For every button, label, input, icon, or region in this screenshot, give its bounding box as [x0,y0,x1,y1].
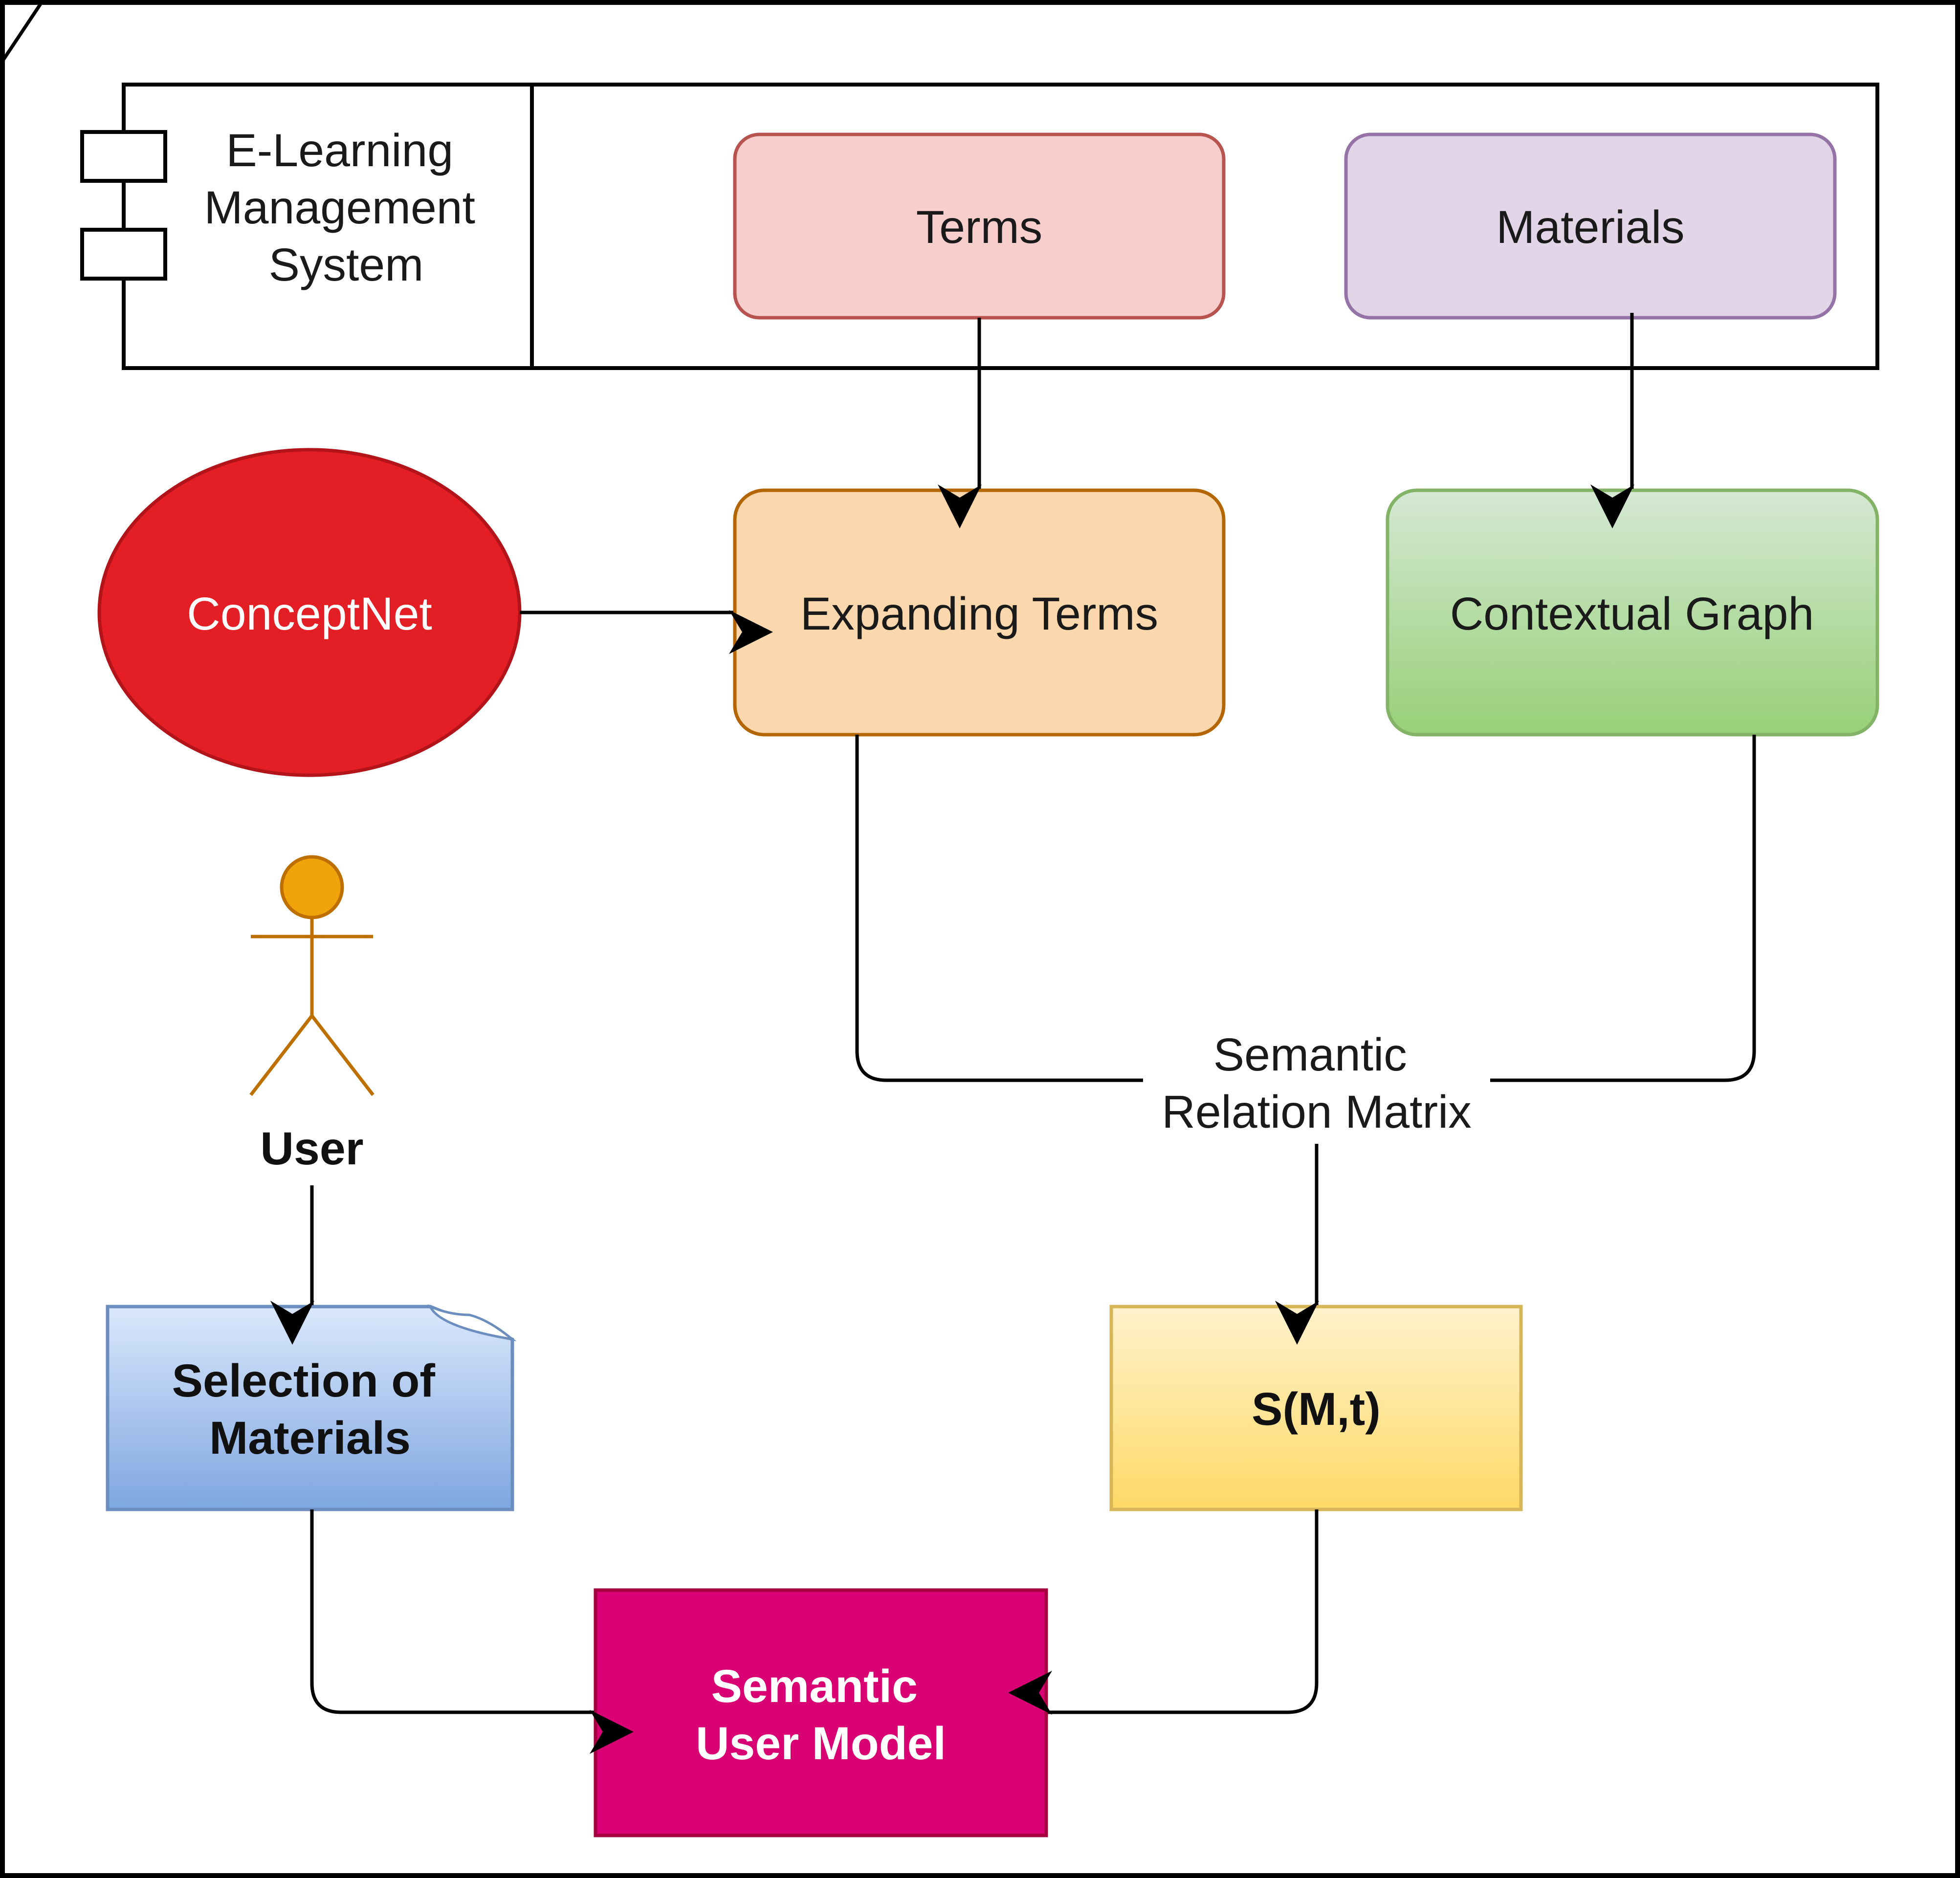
component-icon-tab-top [80,130,167,183]
edge-contextual-graph-to-matrix [1490,735,1756,1082]
user-label: User [260,1123,363,1175]
edge-selection-to-semantic-user-model [310,1509,634,1754]
materials-node[interactable]: Materials [1344,132,1837,320]
expanding-terms-label: Expanding Terms [800,588,1158,640]
contextual-graph-label: Contextual Graph [1450,588,1814,640]
semantic-relation-matrix-node[interactable]: Semantic Relation Matrix [1162,1029,1472,1138]
expanding-terms-node[interactable]: Expanding Terms [733,488,1226,737]
selection-of-materials-shape [106,1305,514,1511]
selection-of-materials-line-1: Selection of [172,1355,436,1407]
elms-container[interactable]: E-Learning Management System [80,83,1879,370]
edge-expanding-terms-to-matrix [855,735,1143,1082]
materials-label: Materials [1496,201,1684,253]
conceptnet-label: ConceptNet [187,588,432,640]
component-icon-tab-bottom [80,228,167,281]
contextual-graph-node[interactable]: Contextual Graph [1386,488,1879,737]
elms-container-box [122,83,1879,370]
selection-of-materials-node[interactable]: Selection of Materials [106,1304,517,1511]
user-body [249,917,374,1096]
semantic-relation-matrix-line-1: Semantic [1213,1029,1407,1081]
semantic-user-model-box [594,1588,1048,1837]
edge-smt-to-semantic-user-model [1008,1509,1319,1715]
materials-box [1344,132,1837,320]
semantic-user-model-line-1: Semantic [711,1660,918,1712]
terms-label: Terms [916,201,1043,253]
semantic-user-model-node[interactable]: Semantic User Model [594,1588,1048,1837]
elms-label-line-3: System [269,239,424,291]
user-head [280,855,344,919]
selection-of-materials-fold-icon [427,1304,517,1342]
semantic-relation-matrix-label: Semantic Relation Matrix [1162,1029,1472,1138]
smt-node[interactable]: S(M,t) [1109,1305,1523,1511]
conceptnet-node[interactable]: ConceptNet [97,448,522,777]
elms-label-line-2: Management [204,182,476,234]
selection-of-materials-label: Selection of Materials [172,1355,448,1464]
semantic-relation-matrix-line-2: Relation Matrix [1162,1086,1472,1138]
user-actor[interactable]: User [249,855,374,1175]
selection-of-materials-line-2: Materials [209,1412,411,1464]
frame-corner-mark [1,1,43,62]
terms-node[interactable]: Terms [733,132,1226,320]
semantic-user-model-line-2: User Model [696,1718,946,1769]
semantic-user-model-label: Semantic User Model [696,1660,946,1769]
smt-label: S(M,t) [1252,1383,1381,1435]
elms-label: E-Learning Management System [204,125,488,291]
elms-label-line-1: E-Learning [226,125,453,176]
